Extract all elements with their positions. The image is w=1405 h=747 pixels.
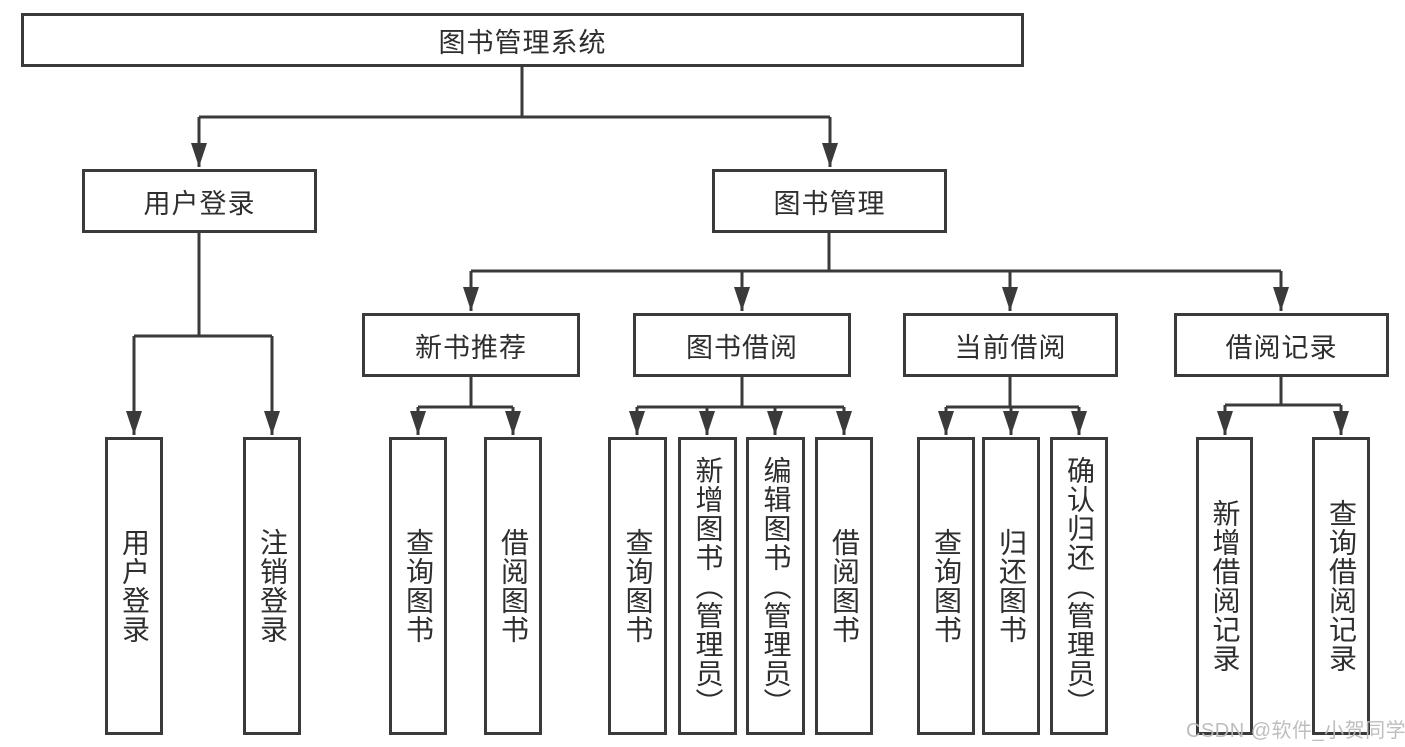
node-label: 图书管理系统: [438, 27, 607, 58]
node-label: 借阅记录: [1225, 332, 1338, 363]
node-label: 用户登录: [119, 528, 150, 644]
leaf-current-query-books: 查询图书: [917, 437, 975, 735]
connector-book-management-children: [463, 233, 1289, 311]
leaf-confirm-return-admin: 确认归还（管理员）: [1050, 437, 1108, 735]
node-label: 查询图书: [622, 528, 654, 644]
node-new-book-recommend: 新书推荐: [362, 313, 580, 377]
connector-borrow-records-children: [1217, 377, 1349, 435]
csdn-watermark: CSDN @软件_小贺同学: [1186, 720, 1405, 742]
node-label: 借阅图书: [498, 528, 529, 644]
leaf-edit-books-admin: 编辑图书（管理员）: [746, 437, 805, 735]
node-root-library-management-system: 图书管理系统: [21, 13, 1024, 67]
node-label: 新增图书（管理员）: [692, 455, 724, 717]
leaf-logout: 注销登录: [243, 437, 301, 735]
node-label: 查询借阅记录: [1326, 499, 1357, 673]
node-label: 新增借阅记录: [1209, 499, 1241, 673]
node-label: 借阅图书: [829, 528, 860, 644]
node-label: 查询图书: [931, 528, 962, 644]
node-current-borrow: 当前借阅: [903, 313, 1118, 377]
leaf-user-login: 用户登录: [105, 437, 163, 735]
leaf-query-borrow-record: 查询借阅记录: [1312, 437, 1370, 735]
leaf-return-books: 归还图书: [982, 437, 1040, 735]
node-label: 编辑图书（管理员）: [760, 455, 792, 717]
leaf-add-books-admin: 新增图书（管理员）: [678, 437, 737, 735]
leaf-borrow-query-books: 查询图书: [608, 437, 667, 735]
node-label: 确认归还（管理员）: [1064, 455, 1095, 717]
leaf-recommend-query-books: 查询图书: [389, 437, 447, 735]
leaf-borrow-books: 借阅图书: [815, 437, 873, 735]
node-label: 用户登录: [143, 188, 256, 219]
node-book-management: 图书管理: [712, 169, 947, 233]
node-borrow-records: 借阅记录: [1174, 313, 1389, 377]
node-user-login: 用户登录: [82, 169, 317, 233]
node-label: 图书管理: [773, 188, 886, 219]
node-label: 新书推荐: [415, 332, 527, 363]
node-label: 图书借阅: [686, 332, 798, 363]
connector-new-book-recommend-children: [410, 377, 521, 435]
connector-current-borrow-children: [938, 377, 1087, 435]
node-label: 注销登录: [257, 528, 288, 644]
leaf-add-borrow-record: 新增借阅记录: [1196, 437, 1253, 735]
leaf-recommend-borrow-books: 借阅图书: [484, 437, 542, 735]
node-label: 查询图书: [403, 528, 434, 644]
connector-user-login-children: [126, 233, 280, 435]
node-label: 当前借阅: [954, 332, 1067, 363]
connector-root-to-level2: [191, 67, 838, 167]
node-label: 归还图书: [996, 528, 1027, 644]
connector-book-borrow-children: [629, 377, 852, 435]
node-book-borrow: 图书借阅: [633, 313, 851, 377]
